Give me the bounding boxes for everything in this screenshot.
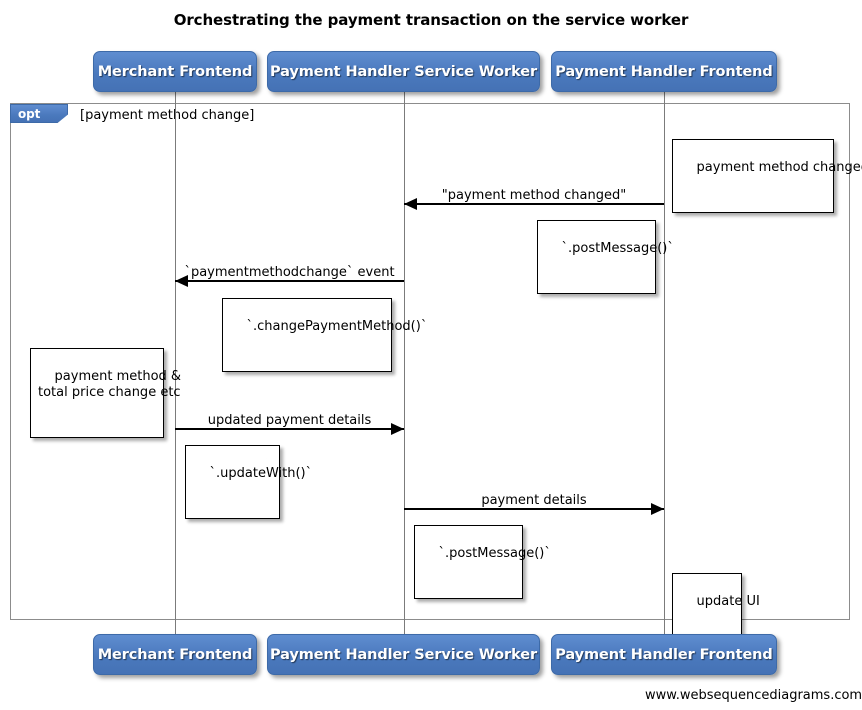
note-text: `.updateWith()`	[209, 466, 313, 481]
note-payment-method-total-price: payment method & total price change etc	[30, 348, 181, 438]
message-label-updated-payment-details: updated payment details	[207, 413, 372, 428]
note-post-message-1: `.postMessage()`	[537, 220, 674, 294]
message-label-payment-details: payment details	[481, 493, 587, 508]
note-fold-icon	[266, 445, 280, 459]
message-arrowhead-updated-payment-details	[391, 423, 404, 435]
actor-header-merchant-frontend[interactable]: Merchant Frontend	[93, 51, 257, 92]
note-change-payment-method: `.changePaymentMethod()`	[222, 298, 427, 372]
lifeline-merchant-frontend	[175, 92, 176, 634]
note-update-with: `.updateWith()`	[185, 445, 312, 519]
actor-header-payment-handler-service-worker[interactable]: Payment Handler Service Worker	[267, 51, 540, 92]
message-arrowhead-paymentmethodchange-event	[175, 275, 188, 287]
note-text: `.changePaymentMethod()`	[246, 319, 428, 334]
opt-fragment-guard: [payment method change]	[80, 108, 255, 123]
note-fold-icon	[509, 525, 523, 539]
opt-fragment-frame	[10, 103, 850, 620]
note-fold-icon	[378, 298, 392, 312]
message-line-payment-method-changed	[404, 203, 664, 205]
credit-link[interactable]: www.websequencediagrams.com	[645, 688, 862, 703]
actor-footer-payment-handler-service-worker[interactable]: Payment Handler Service Worker	[267, 634, 540, 675]
message-line-updated-payment-details	[175, 428, 404, 430]
note-text: `.postMessage()`	[561, 241, 674, 256]
note-payment-method-changed: payment method changed	[672, 139, 862, 213]
note-fold-icon	[642, 220, 656, 234]
note-fold-icon	[728, 573, 742, 587]
note-text: payment method changed	[696, 160, 862, 175]
actor-header-payment-handler-frontend[interactable]: Payment Handler Frontend	[551, 51, 777, 92]
opt-fragment-tab: opt	[10, 104, 68, 123]
note-text: `.postMessage()`	[438, 546, 551, 561]
message-label-payment-method-changed: "payment method changed"	[441, 188, 627, 203]
message-line-payment-details	[404, 508, 664, 510]
message-arrowhead-payment-method-changed	[404, 198, 417, 210]
note-text: update UI	[696, 594, 760, 609]
note-post-message-2: `.postMessage()`	[414, 525, 551, 599]
lifeline-payment-handler-service-worker	[404, 92, 405, 634]
message-label-paymentmethodchange-event: `paymentmethodchange` event	[184, 265, 395, 280]
message-arrowhead-payment-details	[651, 503, 664, 515]
note-text: payment method & total price change etc	[38, 369, 182, 400]
note-fold-icon	[150, 348, 164, 362]
lifeline-payment-handler-frontend	[664, 92, 665, 634]
note-fold-icon	[820, 139, 834, 153]
message-line-paymentmethodchange-event	[175, 280, 404, 282]
actor-footer-payment-handler-frontend[interactable]: Payment Handler Frontend	[551, 634, 777, 675]
page-title: Orchestrating the payment transaction on…	[173, 11, 689, 29]
actor-footer-merchant-frontend[interactable]: Merchant Frontend	[93, 634, 257, 675]
